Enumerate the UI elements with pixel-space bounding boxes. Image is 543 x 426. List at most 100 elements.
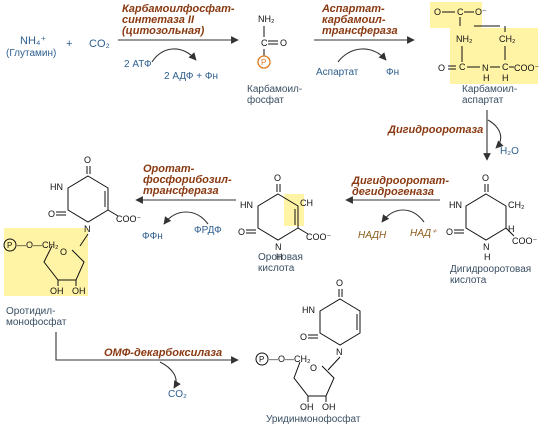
step1-out-label: 2 АДФ + Фн bbox=[164, 71, 218, 82]
step5-enzyme-line3: трансфераза bbox=[143, 185, 219, 197]
oro-hn: HN bbox=[240, 200, 253, 210]
step6-side-arrow bbox=[159, 361, 181, 389]
step3-out-label: H₂O bbox=[500, 146, 519, 157]
dho-ch2: CH₂ bbox=[508, 200, 525, 210]
cp-nh2: NH₂ bbox=[258, 14, 275, 24]
omp-ribose-ring bbox=[43, 245, 85, 281]
step4-side-arrow bbox=[381, 209, 425, 223]
ump-o-left: O bbox=[300, 332, 307, 342]
ump-och2: —O—CH₂ bbox=[269, 354, 311, 364]
step3-enzyme: Дигидрооротаза bbox=[387, 124, 483, 136]
dho-name-line2: кислота bbox=[450, 275, 487, 286]
step3: Дигидрооротаза H₂O bbox=[387, 110, 519, 161]
ca-h-label: H bbox=[502, 73, 509, 83]
step5: Оротат- фосфорибозил- трансфераза ФРДФ Ф… bbox=[135, 163, 236, 242]
omp-ring-o: O bbox=[60, 247, 67, 257]
dho-n: N bbox=[483, 242, 490, 252]
step2-enzyme-line3: трансфераза bbox=[322, 25, 398, 37]
step2-side-arrow bbox=[337, 48, 387, 63]
omp-hn: HN bbox=[50, 182, 63, 192]
ca-highlight-ring-left bbox=[450, 28, 480, 84]
step1-enzyme-line2: синтетаза II bbox=[122, 14, 195, 26]
oro-h: H bbox=[276, 252, 283, 262]
nh4-label: NH₄⁺ bbox=[20, 35, 46, 47]
dihydroorotate: O HN CH₂ O N H H COO⁻ Дигидрооротовая ки… bbox=[446, 173, 538, 286]
step2-enzyme-line2: карбамоил- bbox=[322, 14, 386, 26]
step5-enzyme-line1: Оротат- bbox=[143, 163, 195, 175]
reagents: NH₄⁺ (Глутамин) + CO₂ bbox=[6, 35, 110, 59]
dho-o-left: O bbox=[446, 227, 453, 237]
step1: Карбамоилфосфат- синтетаза II (цитозольн… bbox=[118, 3, 239, 82]
step4-enzyme-line2: дегидрогеназа bbox=[352, 186, 434, 198]
oro-coo: COO⁻ bbox=[306, 232, 332, 242]
omp-name-line2: монофосфат bbox=[6, 316, 67, 328]
step3-side-arrow bbox=[487, 119, 504, 149]
step6: ОМФ-декарбоксилаза CO₂ bbox=[55, 332, 239, 400]
omp-oh1: OH bbox=[50, 286, 64, 296]
step1-enzyme-line3: (цитозольная) bbox=[122, 25, 205, 37]
step2-in-label: Аспартат bbox=[316, 67, 359, 78]
orotate-double-bond-highlight bbox=[284, 194, 304, 226]
step1-side-arrow bbox=[151, 48, 197, 63]
dho-hn: HN bbox=[449, 200, 462, 210]
cp-c: C bbox=[261, 38, 268, 48]
dho-coo: COO⁻ bbox=[512, 236, 538, 246]
carbamoyl-phosphate: NH₂ C O P Карбамоил- фосфат bbox=[247, 14, 302, 106]
omp-o-top: O bbox=[84, 155, 91, 165]
step2-enzyme-line1: Аспартат- bbox=[321, 3, 385, 15]
ump-p: P bbox=[259, 355, 264, 364]
omp-n: N bbox=[84, 224, 91, 234]
omp-coo: COO⁻ bbox=[116, 214, 142, 224]
ca-nh2: NH₂ bbox=[456, 34, 473, 44]
ump-name: Уридинмонофосфат bbox=[266, 413, 361, 425]
omp-phosphate-circle bbox=[3, 238, 17, 252]
step1-enzyme-line1: Карбамоилфосфат- bbox=[122, 3, 235, 15]
ump-hn: HN bbox=[302, 305, 315, 315]
ca-o-top: O bbox=[434, 7, 441, 17]
step4-in-label: НАД⁺ bbox=[410, 228, 437, 239]
step5-in-label: ФРДФ bbox=[194, 225, 222, 236]
step6-arrow bbox=[55, 332, 239, 364]
oro-name-line2: кислота bbox=[258, 263, 295, 274]
dho-o: O bbox=[482, 173, 489, 183]
ca-ch: C bbox=[502, 62, 509, 72]
ca-coo-top: O⁻ bbox=[475, 7, 487, 17]
ca-c-top: C bbox=[457, 7, 464, 17]
ca-highlight-carboxyl bbox=[430, 2, 482, 28]
step4-enzyme-line1: Дигидрооротат- bbox=[351, 175, 449, 187]
step2-out-label: Фн bbox=[386, 67, 399, 78]
co2-label: CO₂ bbox=[89, 38, 110, 50]
orotate: O HN CH O N H COO⁻ Оротовая кислота bbox=[238, 173, 332, 274]
step5-out-label: ФФн bbox=[142, 231, 163, 242]
oro-n: N bbox=[275, 242, 282, 252]
cp-name-line2: фосфат bbox=[247, 94, 284, 106]
step4: Дигидрооротат- дегидрогеназа НАД⁺ НАДН bbox=[345, 175, 449, 241]
ca-name-line2: аспартат bbox=[462, 95, 504, 106]
ump-oh1: OH bbox=[300, 402, 314, 412]
step6-out-label: CO₂ bbox=[168, 389, 187, 400]
cp-p: P bbox=[261, 58, 266, 67]
step5-enzyme-line2: фосфорибозил- bbox=[143, 174, 232, 186]
ca-n: N bbox=[482, 63, 489, 73]
ca-coo: COO⁻ bbox=[514, 63, 540, 73]
oro-ch: CH bbox=[300, 198, 313, 208]
step5-side-arrow bbox=[163, 211, 209, 225]
omp-o-left: O bbox=[48, 209, 55, 219]
dho-h-ch: H bbox=[508, 224, 515, 234]
dho-name-line1: Дигидрооротовая bbox=[450, 264, 531, 275]
cp-phosphate-circle bbox=[257, 55, 271, 69]
ca-ch2: CH₂ bbox=[499, 34, 516, 44]
omp-och2: —O—CH₂ bbox=[17, 240, 59, 250]
omp-p: P bbox=[7, 241, 12, 250]
step1-in-label: 2 АТФ bbox=[124, 59, 152, 70]
ump-phosphate-circle bbox=[255, 352, 269, 366]
ump-o-top: O bbox=[336, 278, 343, 288]
step2: Аспартат- карбамоил- трансфераза Аспарта… bbox=[314, 3, 415, 78]
omp-ribose-highlight bbox=[4, 228, 88, 296]
ca-name-line1: Карбамоил- bbox=[462, 83, 517, 95]
oro-o: O bbox=[274, 173, 281, 183]
cp-name-line1: Карбамоил- bbox=[247, 83, 302, 95]
ump-oh2: OH bbox=[322, 402, 336, 412]
ump-ring-o: O bbox=[310, 363, 317, 373]
